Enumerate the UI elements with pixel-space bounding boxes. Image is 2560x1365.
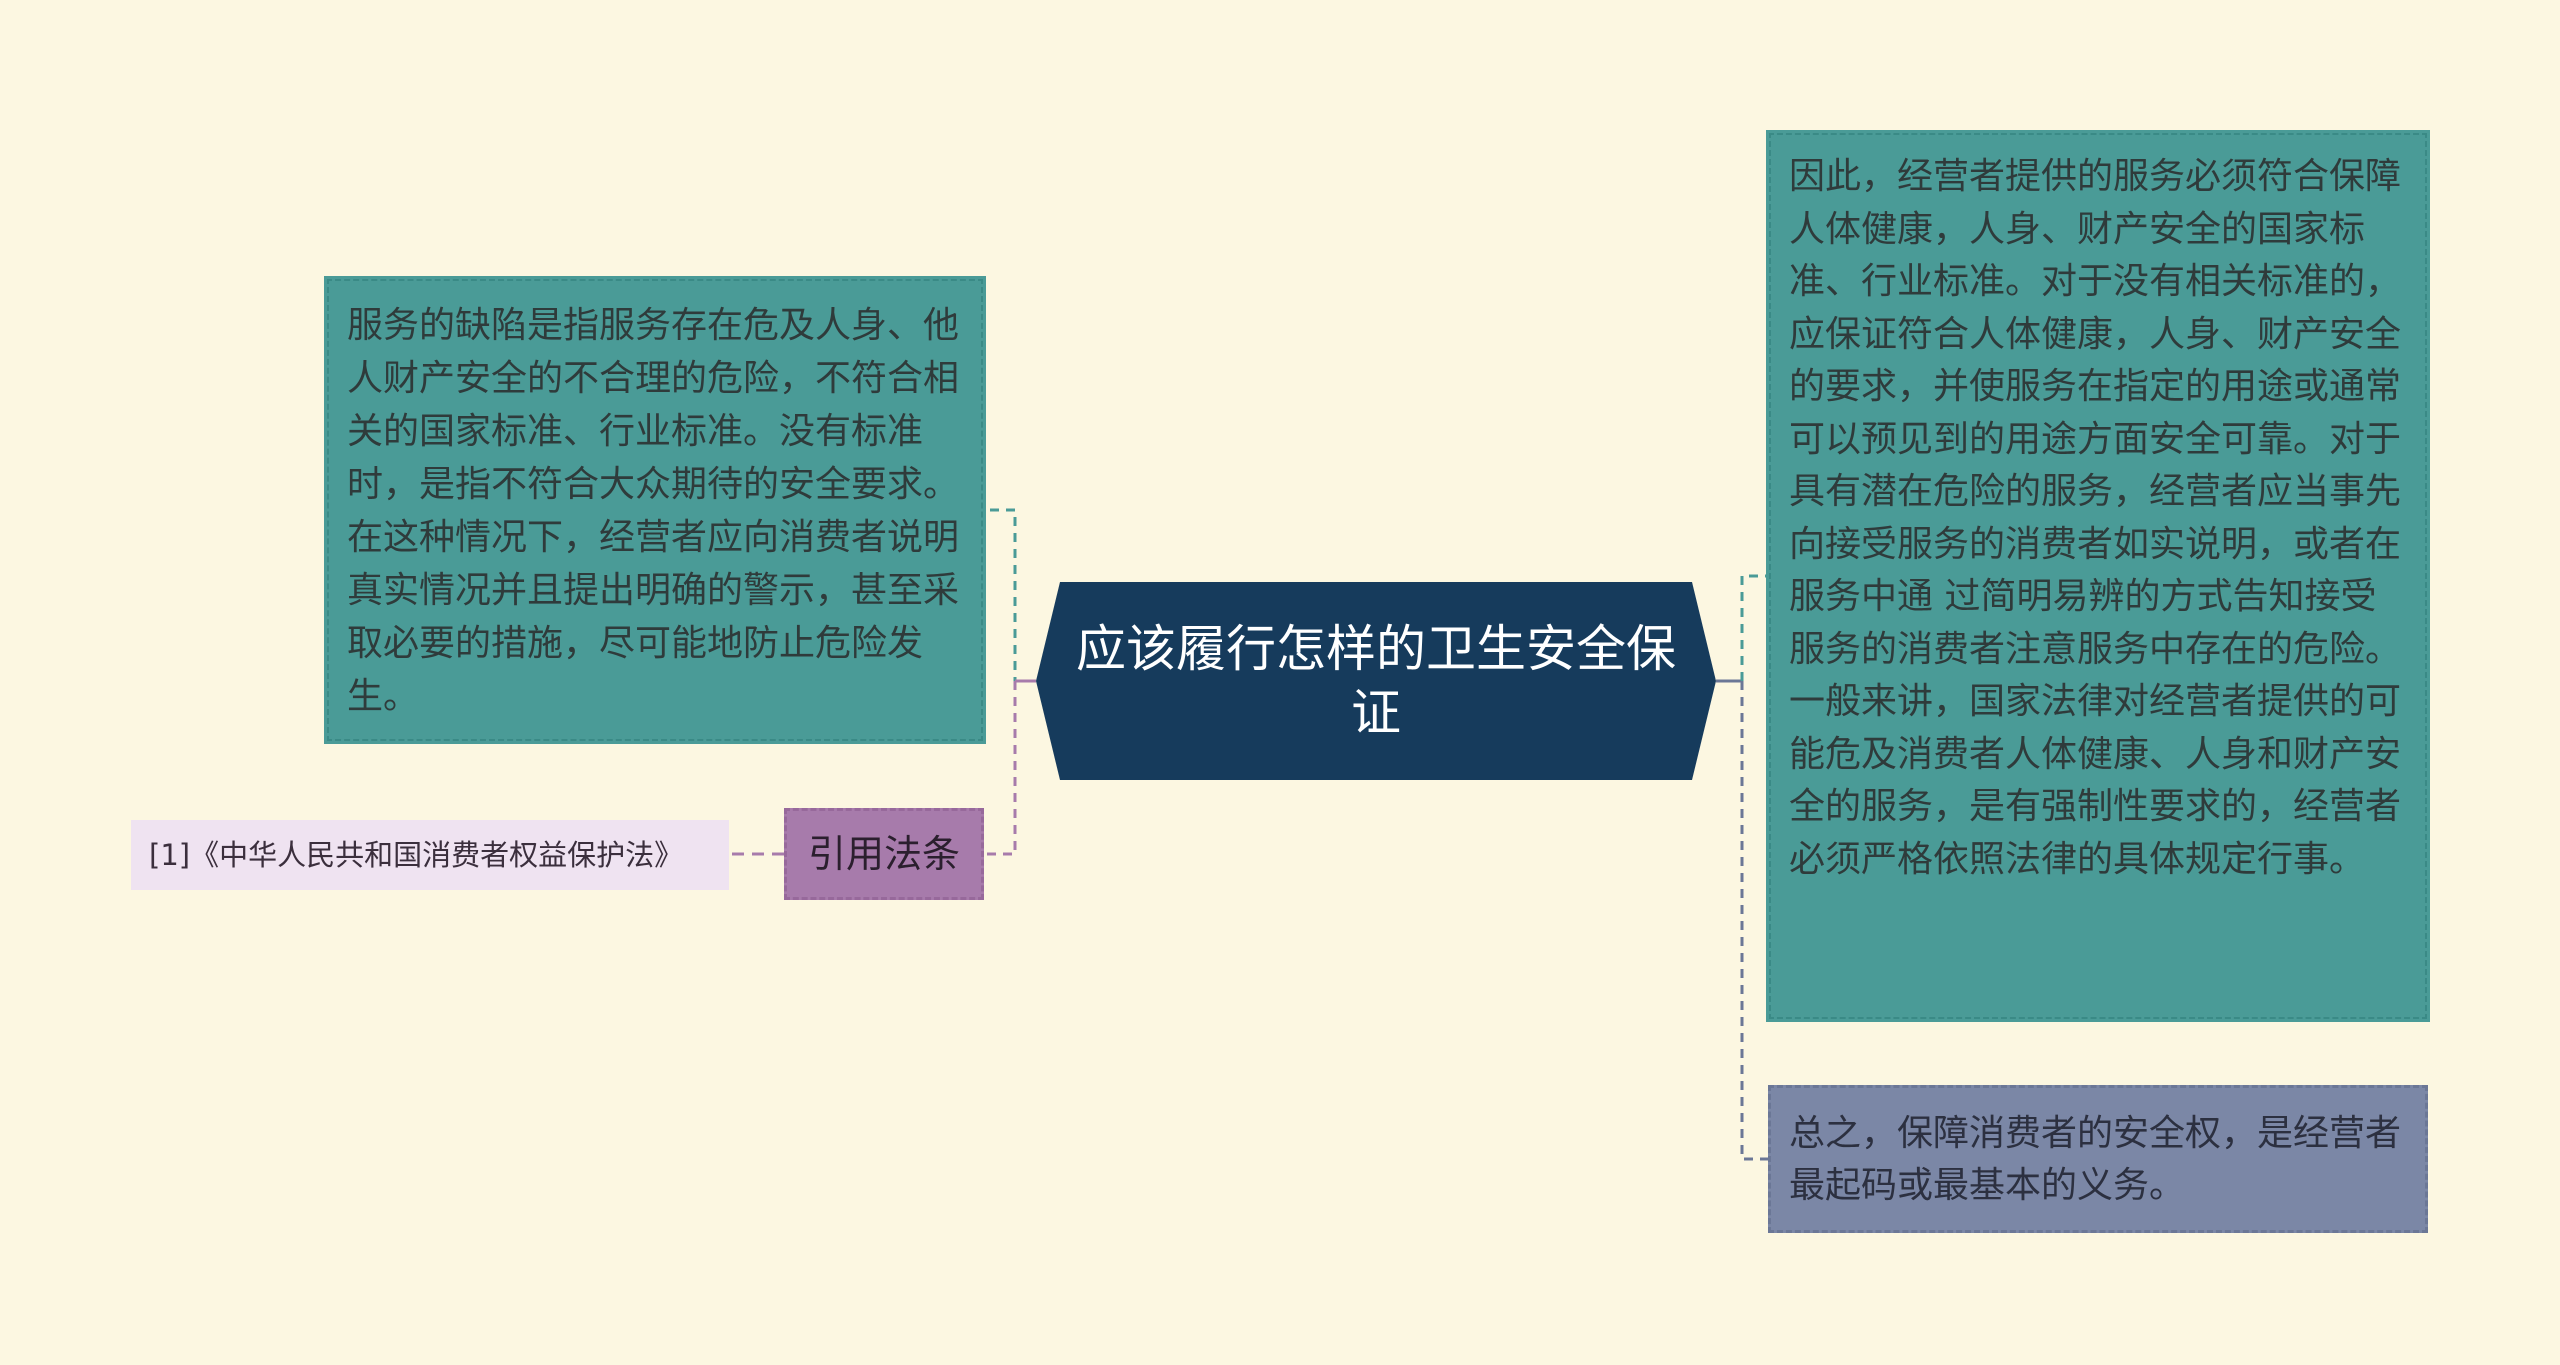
connector-center-to-citation xyxy=(984,681,1017,856)
connector-center-to-explanation xyxy=(1740,574,1768,681)
explanation-node[interactable]: 因此，经营者提供的服务必须符合保障人体健康，人身、财产安全的国家标准、行业标准。… xyxy=(1766,130,2430,1022)
reference-text: [1]《中华人民共和国消费者权益保护法》 xyxy=(149,838,684,872)
center-topic-title: 应该履行怎样的卫生安全保证 xyxy=(1076,620,1676,742)
center-topic-node[interactable]: 应该履行怎样的卫生安全保证 xyxy=(1036,582,1716,780)
center-topic-shape xyxy=(1036,582,1716,780)
explanation-text: 因此，经营者提供的服务必须符合保障人体健康，人身、财产安全的国家标准、行业标准。… xyxy=(1789,156,2402,880)
citation-label-text: 引用法条 xyxy=(807,832,960,876)
connector-center-to-definition xyxy=(984,508,1036,683)
definition-text: 服务的缺陷是指服务存在危及人身、他人财产安全的不合理的危险，不符合相关的国家标准… xyxy=(347,305,960,717)
connector-center-to-summary xyxy=(1740,681,1768,1161)
reference-node[interactable]: [1]《中华人民共和国消费者权益保护法》 xyxy=(131,820,729,890)
citation-label-node[interactable]: 引用法条 xyxy=(784,808,984,900)
definition-node[interactable]: 服务的缺陷是指服务存在危及人身、他人财产安全的不合理的危险，不符合相关的国家标准… xyxy=(324,276,986,744)
summary-node[interactable]: 总之，保障消费者的安全权，是经营者最起码或最基本的义务。 xyxy=(1768,1085,2428,1233)
summary-text: 总之，保障消费者的安全权，是经营者最起码或最基本的义务。 xyxy=(1789,1113,2402,1206)
